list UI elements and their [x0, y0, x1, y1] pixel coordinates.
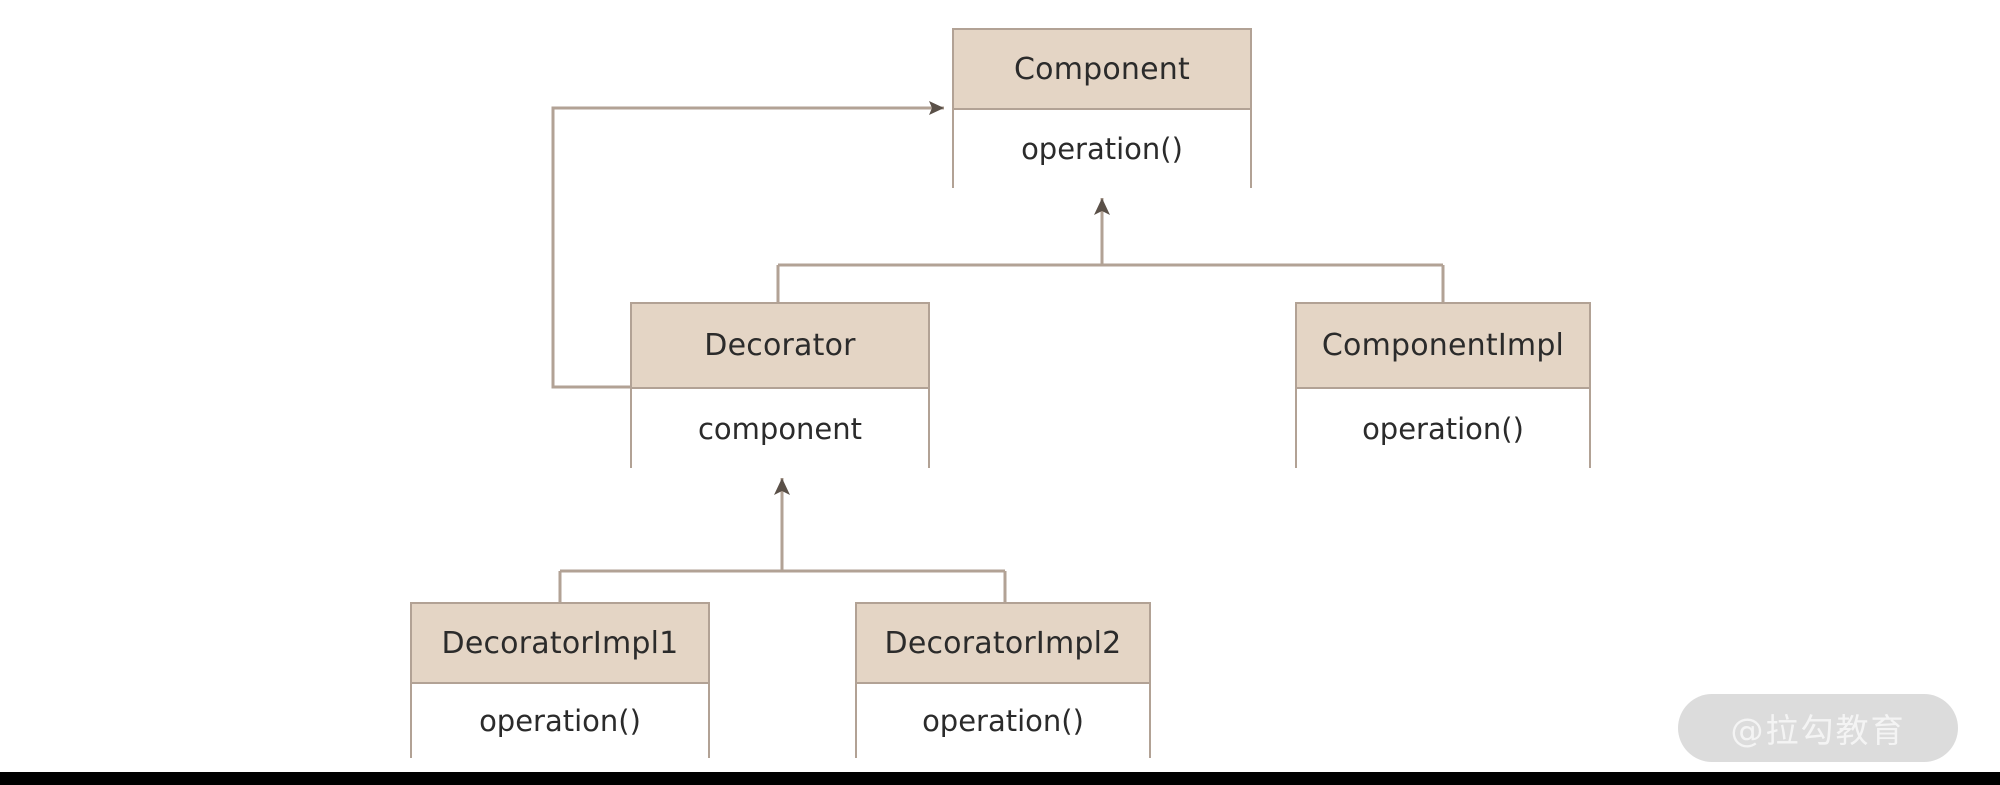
class-members-decorator-impl-1: operation()	[412, 684, 708, 758]
class-name-label: ComponentImpl	[1321, 328, 1565, 363]
class-members-decorator: component	[632, 389, 928, 468]
member-label: operation()	[922, 704, 1084, 738]
class-members-component-impl: operation()	[1297, 389, 1589, 468]
uml-class-decorator[interactable]: Decorator component	[630, 302, 930, 468]
uml-class-component[interactable]: Component operation()	[952, 28, 1252, 188]
uml-class-decorator-impl-1[interactable]: DecoratorImpl1 operation()	[410, 602, 710, 758]
watermark-badge: @拉勾教育	[1678, 694, 1958, 762]
class-name-decorator: Decorator	[632, 304, 928, 389]
generalization-to-component	[776, 198, 1445, 302]
bottom-black-bar	[0, 772, 2000, 785]
class-name-label: Decorator	[704, 328, 856, 363]
class-name-component: Component	[954, 30, 1250, 110]
watermark-text: @拉勾教育	[1730, 711, 1906, 750]
association-decorator-to-component	[551, 101, 944, 389]
uml-class-decorator-impl-2[interactable]: DecoratorImpl2 operation()	[855, 602, 1151, 758]
class-name-label: DecoratorImpl1	[441, 625, 679, 661]
uml-class-component-impl[interactable]: ComponentImpl operation()	[1295, 302, 1591, 468]
class-name-decorator-impl-2: DecoratorImpl2	[857, 604, 1149, 684]
class-members-component: operation()	[954, 110, 1250, 188]
member-label: operation()	[1021, 132, 1183, 166]
member-label: component	[697, 411, 863, 446]
class-name-decorator-impl-1: DecoratorImpl1	[412, 604, 708, 684]
generalization-to-decorator	[558, 478, 1007, 602]
class-name-label: DecoratorImpl2	[884, 625, 1122, 661]
class-members-decorator-impl-2: operation()	[857, 684, 1149, 758]
class-name-label: Component	[1014, 51, 1190, 87]
member-label: operation()	[1362, 411, 1524, 446]
class-name-component-impl: ComponentImpl	[1297, 304, 1589, 389]
member-label: operation()	[479, 704, 641, 738]
